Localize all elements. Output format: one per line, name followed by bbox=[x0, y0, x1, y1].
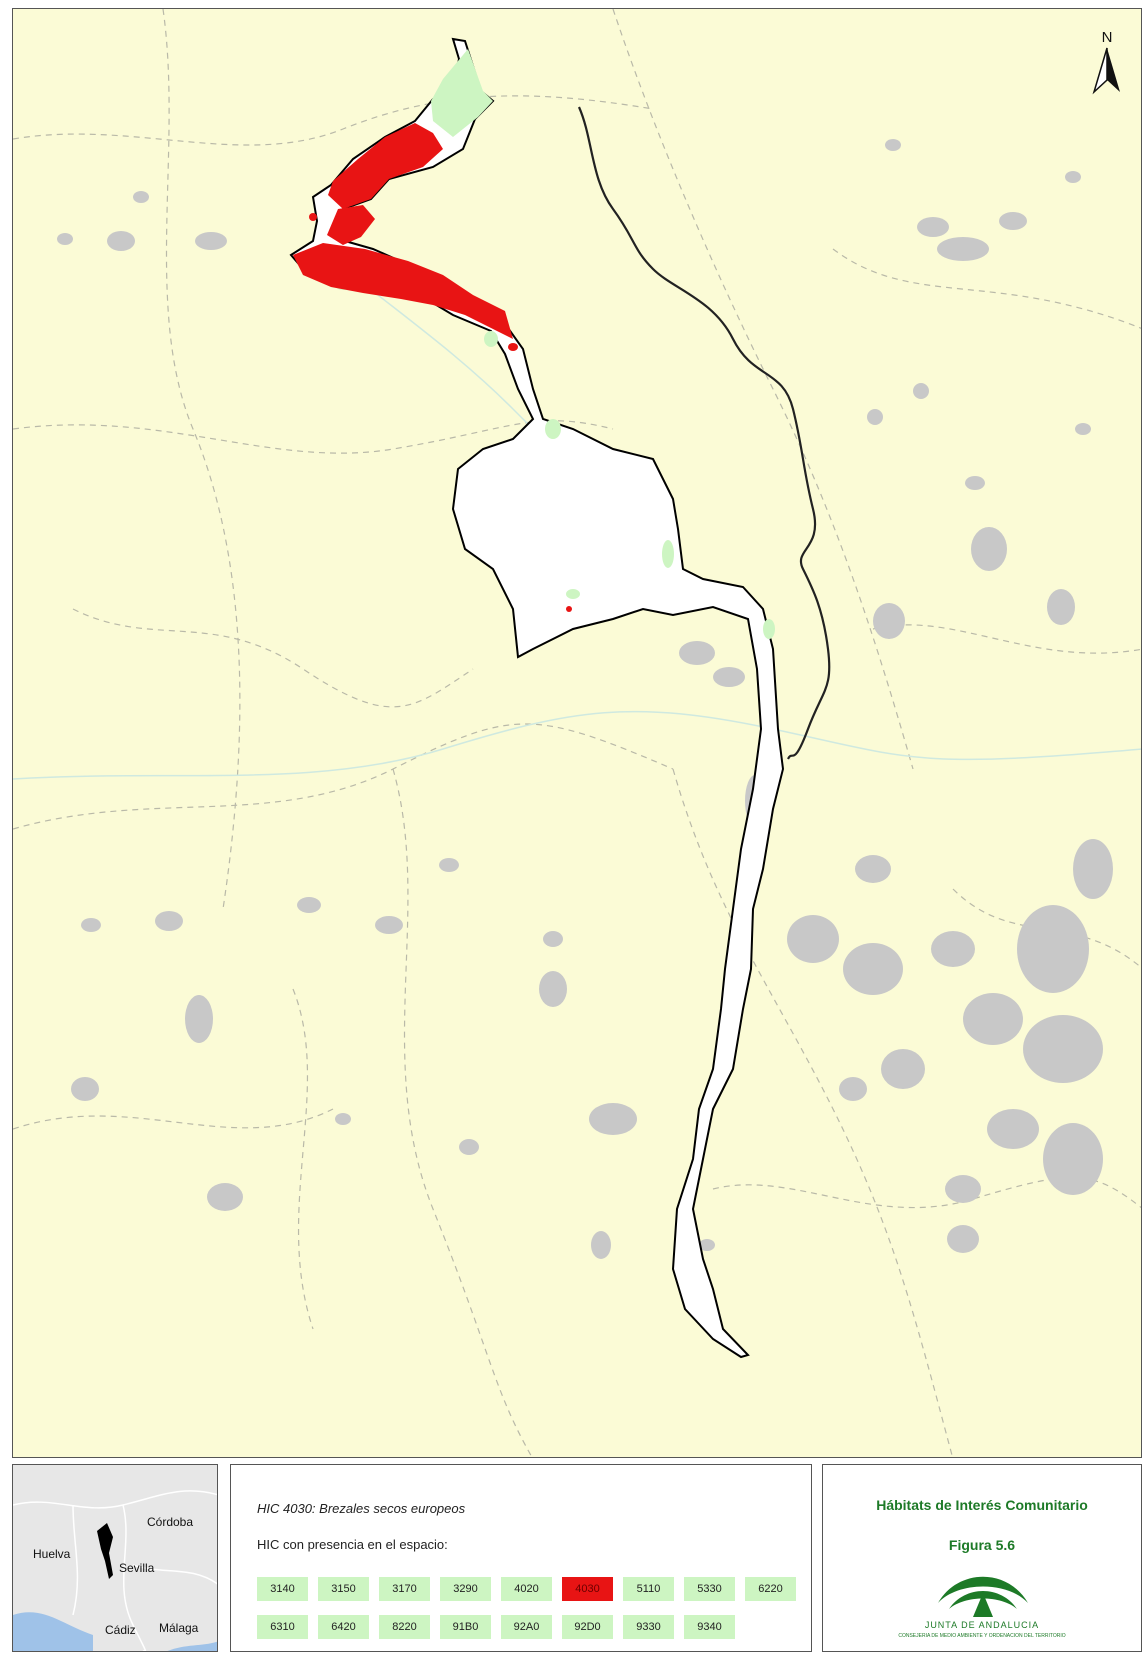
title-panel: Hábitats de Interés Comunitario Figura 5… bbox=[822, 1464, 1142, 1652]
north-label: N bbox=[1101, 29, 1113, 46]
hic-code-chip: 3140 bbox=[257, 1577, 308, 1601]
legend-subtitle: HIC con presencia en el espacio: bbox=[257, 1537, 448, 1552]
figure-label: Figura 5.6 bbox=[948, 1537, 1016, 1553]
inset-label-sevilla: Sevilla bbox=[119, 1561, 155, 1575]
north-arrow: N bbox=[1087, 29, 1127, 109]
org-name: JUNTA DE ANDALUCIA bbox=[924, 1620, 1040, 1630]
inset-label-malaga: Málaga bbox=[159, 1621, 199, 1635]
hic-code-chip: 4030 bbox=[562, 1577, 613, 1601]
hic-code-chip: 3170 bbox=[379, 1577, 430, 1601]
hic-code-chip: 6310 bbox=[257, 1615, 308, 1639]
hic-code-chip: 92A0 bbox=[501, 1615, 552, 1639]
map-canvas[interactable] bbox=[13, 9, 1142, 1458]
hic-code-chip: 6220 bbox=[745, 1577, 796, 1601]
admin-boundaries bbox=[13, 9, 1141, 1457]
inset-label-huelva: Huelva bbox=[33, 1547, 71, 1561]
hic-code-chip: 5110 bbox=[623, 1577, 674, 1601]
hic-code-row-1: 3140 3150 3170 3290 4020 4030 5110 5330 6220 bbox=[257, 1577, 797, 1601]
legend-title: HIC 4030: Brezales secos europeos bbox=[257, 1501, 466, 1516]
north-arrow-icon bbox=[1092, 47, 1120, 95]
protected-area-polygon bbox=[289, 37, 785, 1359]
other-habitat-patches bbox=[335, 49, 775, 639]
eastern-boundary-line bbox=[577, 106, 831, 760]
inset-label-cordoba: Córdoba bbox=[147, 1515, 194, 1529]
map-panel[interactable]: N bbox=[12, 8, 1142, 1458]
hic-code-chip: 6420 bbox=[318, 1615, 369, 1639]
hic-code-chip: 92D0 bbox=[562, 1615, 613, 1639]
map-heading: Hábitats de Interés Comunitario bbox=[876, 1497, 1088, 1513]
locator-map-canvas bbox=[13, 1490, 217, 1651]
hic-code-chip: 3150 bbox=[318, 1577, 369, 1601]
hic-code-chip: 4020 bbox=[501, 1577, 552, 1601]
hic-code-chip: 5330 bbox=[684, 1577, 735, 1601]
org-subtitle: CONSEJERIA DE MEDIO AMBIENTE Y ORDENACIO… bbox=[898, 1633, 1066, 1639]
hic-code-chip: 9340 bbox=[684, 1615, 735, 1639]
hic-4030-areas bbox=[293, 123, 572, 612]
junta-andalucia-logo-icon bbox=[938, 1576, 1028, 1617]
hic-code-chip: 8220 bbox=[379, 1615, 430, 1639]
hic-code-chip: 9330 bbox=[623, 1615, 674, 1639]
hic-code-chip: 91B0 bbox=[440, 1615, 491, 1639]
legend-panel: HIC 4030: Brezales secos europeos HIC co… bbox=[230, 1464, 812, 1652]
inset-label-cadiz: Cádiz bbox=[105, 1623, 136, 1637]
hic-code-row-2: 6310 6420 8220 91B0 92A0 92D0 9330 9340 bbox=[257, 1615, 797, 1639]
hic-code-chip: 3290 bbox=[440, 1577, 491, 1601]
locator-map: Córdoba Huelva Sevilla Cádiz Málaga bbox=[12, 1464, 218, 1652]
urban-areas bbox=[57, 139, 1113, 1259]
